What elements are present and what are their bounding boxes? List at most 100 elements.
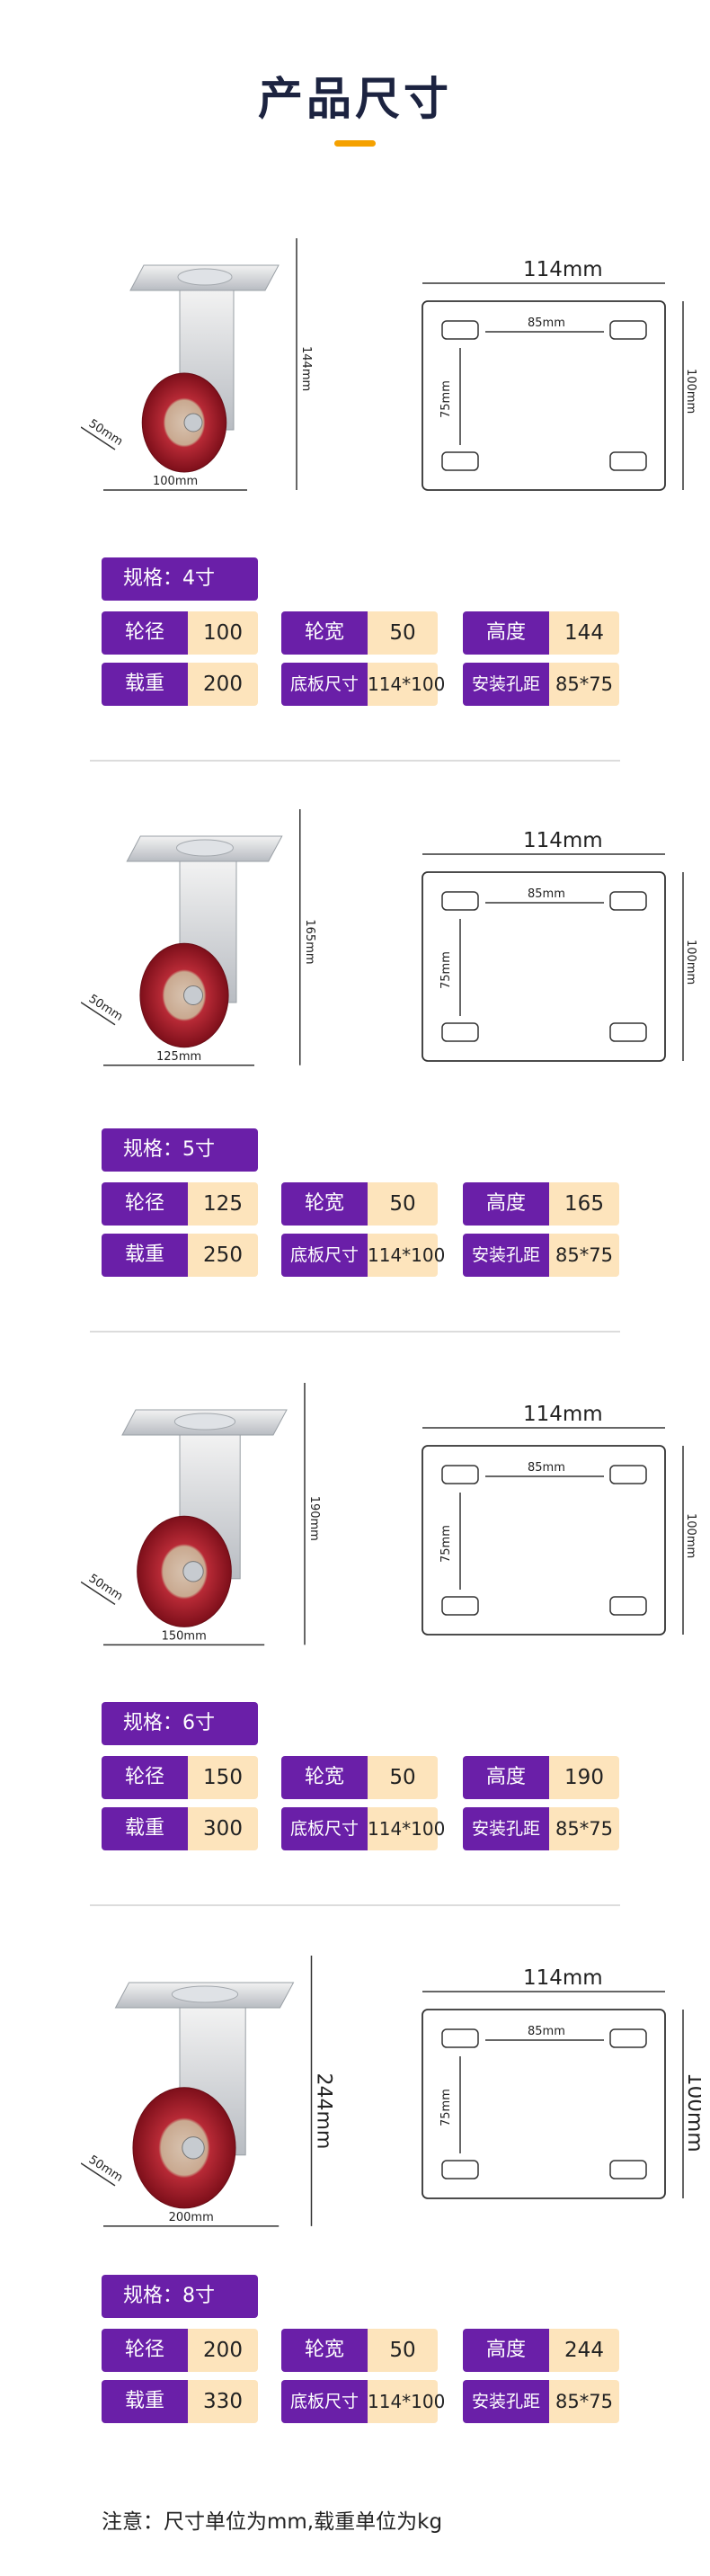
wheel-diameter-label: 轮径 [102, 2329, 188, 2372]
title-underline [334, 140, 376, 147]
caster-top-plate [126, 835, 283, 862]
hole-spacing-value: 85*75 [549, 1807, 619, 1850]
height-label: 高度 [463, 1756, 549, 1799]
wheel-diameter-cell: 轮径 125 [102, 1182, 258, 1226]
wheel-diameter-label: 轮径 [102, 1756, 188, 1799]
plate-height-label: 100mm [684, 940, 697, 985]
caster-top-plate [114, 1982, 295, 2009]
plate-height-label: 100mm [684, 1513, 697, 1558]
mount-holes [441, 320, 647, 471]
height-value: 244 [549, 2329, 619, 2372]
hole-width-label: 85mm [528, 2025, 565, 2038]
wheel-width-cell: 轮宽 50 [281, 1182, 438, 1226]
height-label: 高度 [463, 2329, 549, 2372]
hole-spacing-cell: 安装孔距 85*75 [463, 2380, 619, 2423]
spec-tag: 规格：4寸 [102, 557, 258, 601]
hole-height-dimension: 75mm [439, 348, 461, 445]
hole-spacing-label: 安装孔距 [463, 663, 549, 706]
section-divider [90, 1331, 620, 1333]
height-value: 190 [549, 1756, 619, 1799]
hole-spacing-label: 安装孔距 [463, 2380, 549, 2423]
caster-top-plate [121, 1409, 288, 1436]
plate-size-cell: 底板尺寸 114*100 [281, 663, 445, 706]
diameter-dim-label: 100mm [153, 475, 198, 488]
wheel-diameter-cell: 轮径 150 [102, 1756, 258, 1799]
load-value: 250 [188, 1234, 258, 1277]
height-cell: 高度 144 [463, 611, 619, 655]
wheel-diameter-cell: 轮径 200 [102, 2329, 258, 2372]
diameter-dimension: 150mm [103, 1629, 265, 1646]
plate-size-value: 114*100 [368, 1807, 445, 1850]
wheel-diameter-value: 200 [188, 2329, 258, 2372]
wheel-diameter-value: 125 [188, 1182, 258, 1226]
spec-row-2: 载重 200 底板尺寸 114*100 安装孔距 85*75 [102, 663, 619, 706]
spec-row-1: 轮径 125 轮宽 50 高度 165 [102, 1182, 619, 1226]
hole-height-label: 75mm [439, 2089, 453, 2126]
mount-holes [441, 2028, 647, 2179]
wheel-width-cell: 轮宽 50 [281, 611, 438, 655]
height-cell: 高度 190 [463, 1756, 619, 1799]
wheel-width-label: 轮宽 [281, 2329, 368, 2372]
caster-top-plate [129, 264, 280, 291]
diameter-dim-label: 125mm [156, 1050, 201, 1064]
diameter-dimension: 125mm [103, 1050, 254, 1066]
height-cell: 高度 165 [463, 1182, 619, 1226]
plate-width-dimension: 114mm [422, 1966, 665, 1992]
load-value: 200 [188, 663, 258, 706]
caster-wheel [132, 2087, 236, 2209]
caster-wheel [137, 1515, 232, 1627]
load-cell: 载重 250 [102, 1234, 258, 1277]
height-cell: 高度 244 [463, 2329, 619, 2372]
caster-diagram: 165mm 50mm 125mm [81, 809, 316, 1066]
wheel-diameter-label: 轮径 [102, 611, 188, 655]
spec-tag: 规格：6寸 [102, 1702, 258, 1745]
plate-outline [422, 300, 666, 491]
plate-height-dimension: 100mm [682, 2010, 701, 2198]
hole-height-label: 75mm [439, 951, 453, 989]
wheel-width-value: 50 [368, 611, 438, 655]
width-dimension: 50mm [81, 993, 125, 1026]
diameter-dim-label: 200mm [169, 2211, 214, 2224]
spec-label: 规格： [123, 2285, 183, 2307]
hole-height-dimension: 75mm [439, 919, 461, 1016]
plate-diagram: 114mm 85mm 75mm 100mm [422, 1966, 701, 2199]
plate-size-label: 底板尺寸 [281, 1234, 368, 1277]
height-dimension: 144mm [296, 238, 313, 490]
plate-width-dimension: 114mm [422, 1403, 665, 1429]
plate-size-value: 114*100 [368, 2380, 445, 2423]
size-section: 190mm 50mm 150mm 114mm 85mm 75mm 100mm 规… [0, 1374, 710, 1877]
load-value: 300 [188, 1807, 258, 1850]
diameter-dim-label: 150mm [162, 1629, 207, 1643]
spec-label: 规格： [123, 567, 183, 590]
spec-row-2: 载重 330 底板尺寸 114*100 安装孔距 85*75 [102, 2380, 619, 2423]
caster-wheel [141, 372, 227, 473]
hole-spacing-label: 安装孔距 [463, 1807, 549, 1850]
hole-width-dimension: 85mm [485, 887, 604, 904]
plate-width-label: 114mm [523, 829, 603, 852]
hole-spacing-value: 85*75 [549, 2380, 619, 2423]
plate-size-label: 底板尺寸 [281, 2380, 368, 2423]
height-dimension: 165mm [299, 809, 316, 1065]
size-section: 144mm 50mm 100mm 114mm 85mm 75mm 100mm 规… [0, 229, 710, 733]
section-divider [90, 760, 620, 762]
plate-diagram: 114mm 85mm 75mm 100mm [422, 258, 697, 491]
size-section: 165mm 50mm 125mm 114mm 85mm 75mm 100mm 规… [0, 800, 710, 1304]
hole-height-dimension: 75mm [439, 2056, 461, 2153]
load-cell: 载重 300 [102, 1807, 258, 1850]
load-cell: 载重 200 [102, 663, 258, 706]
plate-width-label: 114mm [523, 1966, 603, 1990]
load-value: 330 [188, 2380, 258, 2423]
hole-width-label: 85mm [528, 887, 565, 901]
height-dim-label: 244mm [313, 2072, 335, 2149]
wheel-diameter-value: 150 [188, 1756, 258, 1799]
wheel-width-label: 轮宽 [281, 1756, 368, 1799]
width-dimension: 50mm [81, 2153, 125, 2187]
plate-width-dimension: 114mm [422, 829, 665, 855]
plate-size-cell: 底板尺寸 114*100 [281, 1807, 445, 1850]
hole-height-dimension: 75mm [439, 1493, 461, 1590]
spec-label: 规格： [123, 1138, 183, 1161]
mount-holes [441, 891, 647, 1042]
plate-size-label: 底板尺寸 [281, 663, 368, 706]
hole-spacing-value: 85*75 [549, 1234, 619, 1277]
spec-row-1: 轮径 200 轮宽 50 高度 244 [102, 2329, 619, 2372]
